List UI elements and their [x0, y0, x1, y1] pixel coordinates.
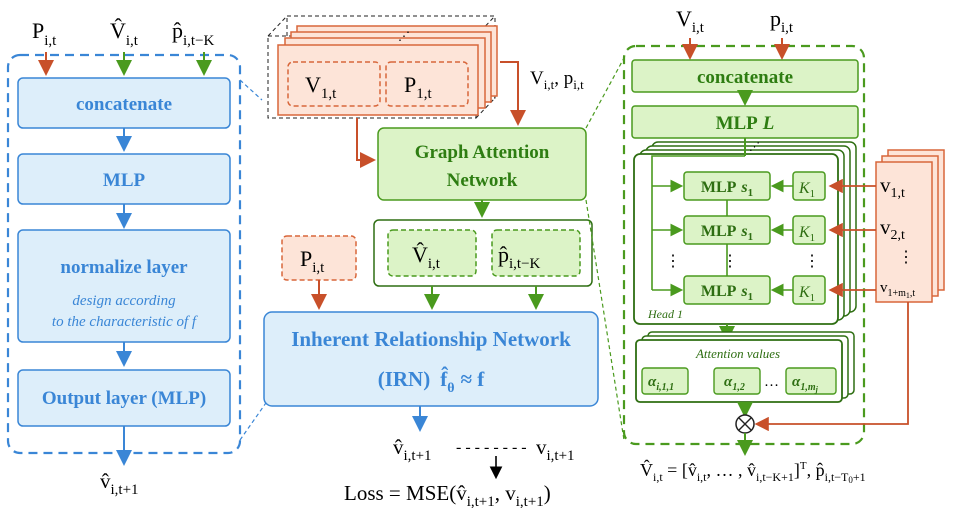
stack-dots: ⋰ [398, 29, 410, 43]
input-vhat-label: V̂i,t [110, 18, 139, 49]
vhat-out-label: v̂i,t+1 [393, 435, 432, 464]
stack-p-label: P1,t [404, 72, 433, 102]
normalize-label: normalize layer [60, 257, 188, 278]
node-v2: v2,t [880, 215, 905, 243]
alpha-box-2 [713, 367, 761, 395]
attention-title: Attention values [695, 346, 780, 361]
right-in-p: pi,t [770, 6, 794, 36]
p-input-label: Pi,t [300, 246, 325, 276]
gat-line1: Graph Attention [415, 142, 550, 163]
mlp-label: MLP [103, 170, 146, 191]
node-dots: ⋮ [898, 249, 914, 266]
gat-phat-label: p̂i,t−K [498, 242, 541, 272]
node-v1: v1,t [880, 173, 905, 201]
gat-vhat-label: V̂i,t [412, 242, 441, 272]
normalize-note-1: design according [72, 293, 176, 309]
stack-side-label: Vi,t, pi,t [530, 68, 584, 92]
stack-v-box [287, 61, 381, 107]
alpha-label-1: αi,1,1 [648, 374, 674, 393]
left-dots-v: ⋮ [665, 253, 681, 270]
mid-dots-v: ⋮ [722, 253, 738, 270]
left-panel: Pi,t V̂i,t p̂i,t−K concatenate MLP norma… [6, 18, 242, 498]
irn-line2: (IRN)f̂θ≈ f [378, 366, 486, 396]
alpha-box-1 [641, 367, 689, 395]
v-true-label: vi,t+1 [536, 435, 575, 464]
k1-label-2: K1 [798, 224, 815, 244]
right-connector-top [585, 57, 625, 129]
input-phat-label: p̂i,t−K [172, 18, 215, 49]
node-stack-front [875, 161, 933, 303]
irn-block [263, 311, 599, 407]
concat-label: concatenate [76, 94, 172, 115]
loss-dashes: - - - - - - - - [456, 439, 527, 456]
alpha-label-3: α1,mj [792, 374, 819, 394]
normalize-note-2: to the characteristic of f [52, 314, 198, 330]
center-section: ⋰ V1,t P1,t Vi,t, pi,t Graph Attention N… [263, 15, 599, 508]
gat-vhat-box [387, 229, 477, 277]
heads-dots: ⋰ [749, 141, 760, 153]
k1-label-1: K1 [798, 180, 815, 200]
k1-label-3: K1 [798, 284, 815, 304]
left-output-label: v̂i,t+1 [100, 469, 139, 498]
alpha-box-3 [785, 367, 837, 395]
right-concat-label: concatenate [697, 67, 793, 88]
head-1-label: Head 1 [647, 307, 683, 321]
alpha-label-2: α1,2 [724, 374, 745, 393]
right-in-v: Vi,t [676, 6, 705, 36]
gat-line2: Network [447, 170, 518, 191]
output-label: Output layer (MLP) [42, 388, 206, 409]
stack-p-box [385, 61, 469, 107]
left-connector-top [239, 79, 263, 101]
input-p-label: Pi,t [32, 18, 57, 49]
alpha-ellipsis: … [764, 374, 779, 390]
irn-line1: Inherent Relationship Network [291, 327, 571, 351]
stack-v-label: V1,t [305, 72, 337, 102]
graph-stack: ⋰ V1,t P1,t [267, 15, 498, 119]
loss-formula: Loss = MSE(v̂i,t+1, vi,t+1) [344, 481, 551, 508]
output-formula: V̂i,t = [v̂i,t, … , v̂i,t−K+1]T, p̂i,t−T… [640, 460, 866, 485]
left-connector-bottom [239, 399, 269, 441]
gat-phat-box [491, 229, 581, 277]
right-connector-bottom [585, 199, 625, 441]
k-dots-v: ⋮ [804, 253, 820, 270]
node-vm: v1+m1,t [880, 280, 915, 300]
